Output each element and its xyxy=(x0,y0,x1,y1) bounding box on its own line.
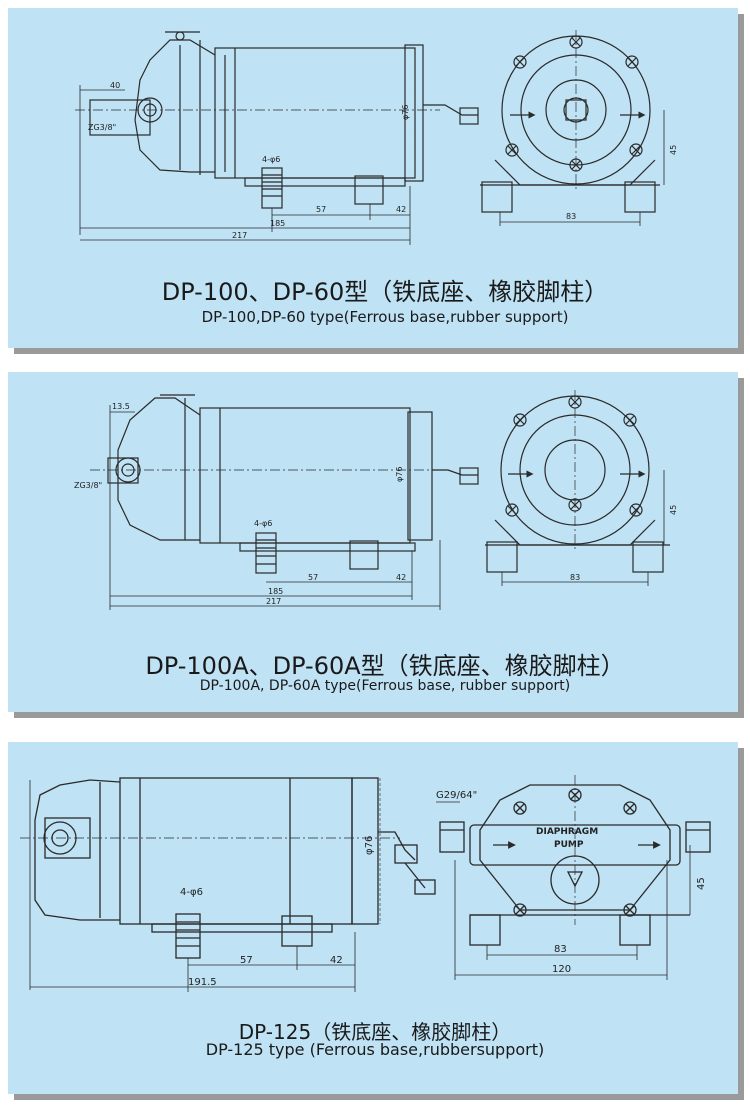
dim-42: 42 xyxy=(396,573,406,582)
dim-holes: 4-φ6 xyxy=(180,887,203,898)
dim-217: 217 xyxy=(266,597,281,606)
dim-83: 83 xyxy=(554,944,567,955)
panel-3-side-dim-labels: 4-φ6 57 42 191.5 φ76 xyxy=(180,836,375,988)
panel-3-front-view xyxy=(436,775,711,980)
panel-3-title-cn: DP-125（铁底座、橡胶脚柱） xyxy=(238,1020,512,1044)
dim-57: 57 xyxy=(308,573,318,582)
panel-2-side-dim-labels: 13.5 ZG3/8" 4-φ6 57 42 185 217 φ76 xyxy=(74,402,406,606)
panel-3-front-dim-labels: G29/64" 83 120 45 DIAPHRAGM PUMP xyxy=(436,790,707,975)
panel-3 xyxy=(8,742,738,1094)
panel-2-side-view xyxy=(90,394,479,610)
dim-diameter: φ76 xyxy=(401,105,410,120)
dim-holes: 4-φ6 xyxy=(254,519,272,528)
panel-2-front-dim-labels: 83 45 xyxy=(570,505,678,582)
panel-2 xyxy=(8,372,738,712)
dim-holes: 4-φ6 xyxy=(262,155,280,164)
dim-57: 57 xyxy=(240,955,253,966)
panel-1-side-dim-labels: 40 ZG3/8" 4-φ6 57 42 185 217 φ76 xyxy=(88,81,410,240)
dim-57: 57 xyxy=(316,205,326,214)
dim-217: 217 xyxy=(232,231,247,240)
dim-flange: 40 xyxy=(110,81,120,90)
panel-1-title-cn: DP-100、DP-60型（铁底座、橡胶脚柱） xyxy=(161,278,609,306)
diaphragm-label: DIAPHRAGM xyxy=(536,827,598,837)
dim-thread: ZG3/8" xyxy=(74,481,102,490)
dim-45: 45 xyxy=(669,505,678,515)
dim-thread: ZG3/8" xyxy=(88,123,116,132)
dim-45: 45 xyxy=(669,145,678,155)
dim-45: 45 xyxy=(696,877,707,890)
panel-1-title-en: DP-100,DP-60 type(Ferrous base,rubber su… xyxy=(201,308,569,326)
dim-120: 120 xyxy=(552,964,571,975)
dim-flange: 13.5 xyxy=(112,402,130,411)
panel-1-side-view xyxy=(75,31,479,245)
panel-2-title-en: DP-100A, DP-60A type(Ferrous base, rubbe… xyxy=(199,678,571,694)
panel-1-front-view xyxy=(480,30,665,226)
dim-diameter: φ76 xyxy=(395,467,404,482)
panel-2-title-cn: DP-100A、DP-60A型（铁底座、橡胶脚柱） xyxy=(145,652,625,680)
dim-185: 185 xyxy=(270,219,285,228)
dim-185: 185 xyxy=(268,587,283,596)
panel-3-title-en: DP-125 type (Ferrous base,rubbersupport) xyxy=(205,1040,545,1059)
panel-3-side-view xyxy=(20,777,436,992)
panel-1-front-dim-labels: 83 45 xyxy=(566,145,678,221)
dim-1915: 191.5 xyxy=(188,977,217,988)
pump-label: PUMP xyxy=(554,840,584,850)
dim-83: 83 xyxy=(566,212,576,221)
dim-42: 42 xyxy=(396,205,406,214)
panel-2-front-view xyxy=(485,390,670,586)
dim-diameter: φ76 xyxy=(364,836,375,855)
dim-42: 42 xyxy=(330,955,343,966)
dim-83: 83 xyxy=(570,573,580,582)
dim-thread: G29/64" xyxy=(436,790,477,801)
